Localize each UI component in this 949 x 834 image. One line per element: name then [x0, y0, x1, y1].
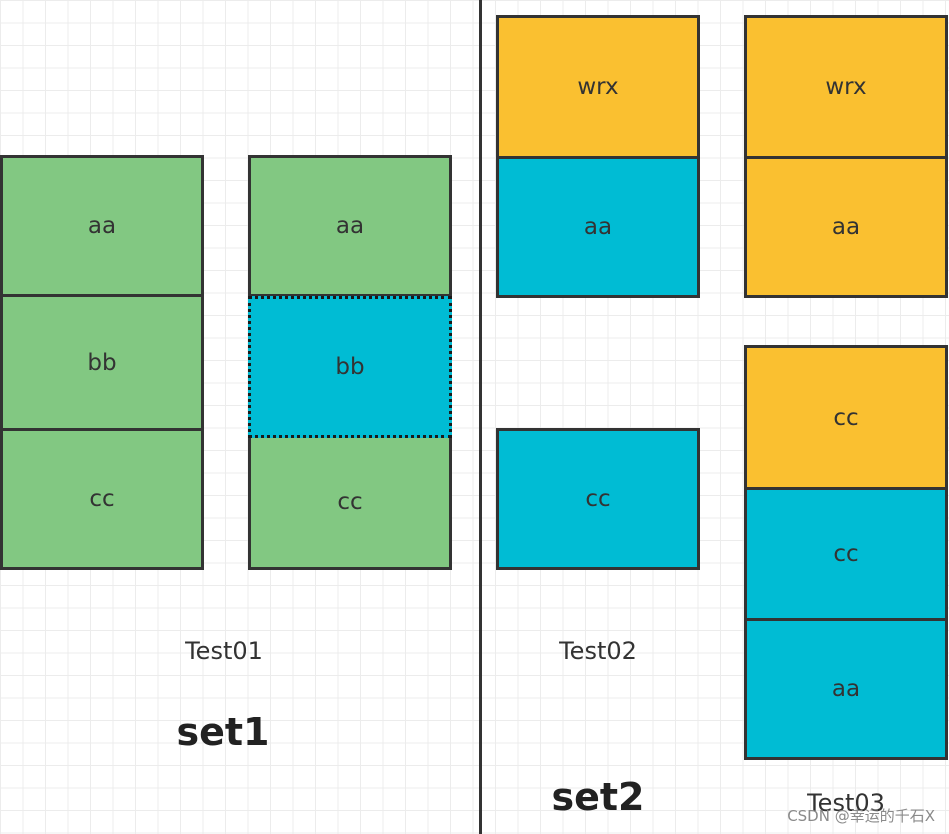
test03-box-wrx: wrx	[744, 15, 948, 159]
test01-right-box-cc: cc	[248, 434, 452, 570]
test03-box-cc-blue: cc	[744, 487, 948, 621]
test01-left-box-cc: cc	[0, 428, 204, 570]
test01-left-box-aa: aa	[0, 155, 204, 297]
test03-box-cc-yellow: cc	[744, 345, 948, 490]
set1-label: set1	[176, 710, 270, 754]
csdn-watermark: CSDN @幸运的千石X	[787, 807, 935, 825]
test03-box-aa: aa	[744, 156, 948, 298]
vertical-divider	[479, 0, 482, 834]
test03-box-aa-blue: aa	[744, 618, 948, 760]
test03-caption: Test03	[807, 789, 885, 817]
test02-box-cc: cc	[496, 428, 700, 570]
test02-caption: Test02	[559, 637, 637, 665]
test01-caption: Test01	[185, 637, 263, 665]
test01-right-box-bb-highlighted: bb	[248, 296, 452, 438]
test01-left-box-bb: bb	[0, 294, 204, 431]
set2-label: set2	[551, 775, 645, 819]
test01-right-box-aa: aa	[248, 155, 452, 297]
test02-box-wrx: wrx	[496, 15, 700, 159]
test02-box-aa: aa	[496, 156, 700, 298]
